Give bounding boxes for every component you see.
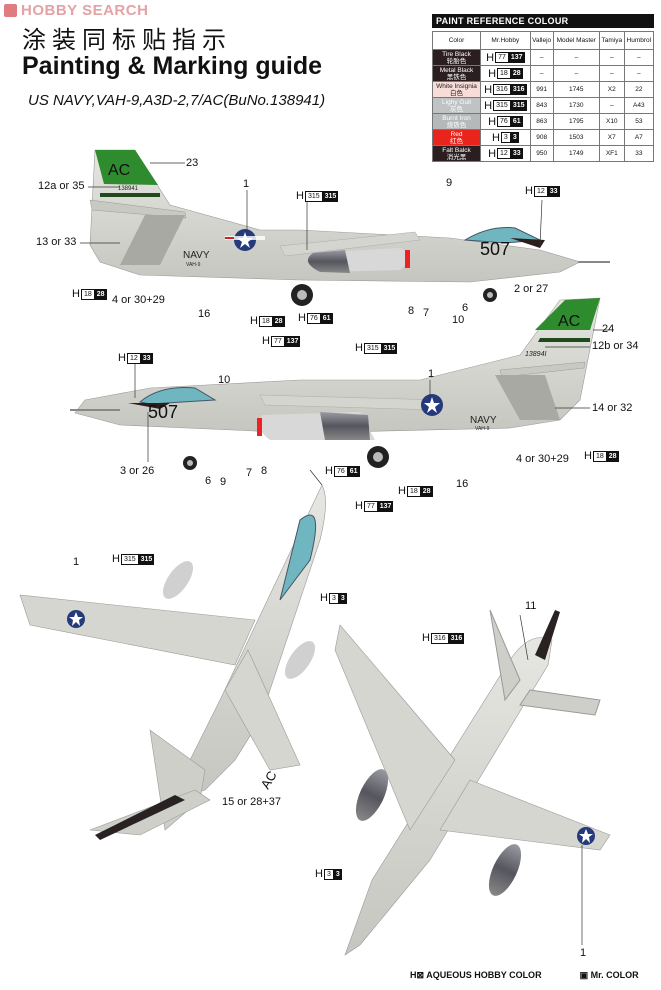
callout-24: 24 (602, 323, 615, 335)
mr-color-legend: ▣ Mr. COLOR (579, 970, 639, 980)
humbrol-cell: A7 (623, 129, 655, 146)
callout-4: 4 or 30+29 (112, 294, 165, 306)
callout-6: 6 (462, 302, 469, 314)
callout-9b: 9 (220, 476, 227, 488)
squadron-right: VAH-9 (475, 426, 490, 432)
vallejo-cell: 950 (529, 145, 554, 162)
modex-left: 507 (480, 239, 510, 259)
serial-left: 138941 (118, 186, 139, 192)
callout-7b: 7 (246, 467, 253, 479)
callout-3: 3 or 26 (120, 465, 155, 477)
callout-15: 15 or 28+37 (222, 796, 282, 808)
page-title: Painting & Marking guide (22, 52, 323, 80)
serial-right: 13894I (525, 351, 546, 358)
table-heading: PAINT REFERENCE COLOUR (432, 14, 654, 28)
callout-7: 7 (423, 307, 430, 319)
aircraft-subtitle: US NAVY,VAH-9,A3D-2,7/AC(BuNo.138941) (28, 92, 326, 109)
top-view (19, 484, 326, 840)
callout-4b: 4 or 30+29 (516, 453, 569, 465)
callout-12a: 12a or 35 (38, 180, 85, 192)
callout-8b: 8 (261, 465, 268, 477)
leader-lines (80, 162, 610, 945)
tail-code-right: AC (558, 313, 580, 330)
humbrol-cell: – (623, 49, 655, 66)
callout-1c: 1 (73, 556, 80, 568)
callout-16: 16 (198, 308, 211, 320)
squadron-left: VAH-9 (186, 262, 201, 268)
logo-icon (4, 4, 17, 17)
hobby-search-logo: HOBBY SEARCH (4, 2, 148, 19)
navy-left: NAVY (183, 250, 210, 261)
tail-code-left: AC (108, 162, 130, 179)
navy-right: NAVY (470, 415, 497, 426)
callout-1: 1 (243, 178, 250, 190)
model-master-cell: 1749 (552, 145, 600, 162)
callout-14: 14 or 32 (592, 402, 633, 414)
tail-code-top: AC (258, 768, 280, 791)
callout-11: 11 (525, 600, 537, 612)
side-view-right (70, 297, 601, 470)
aqueous-legend: H⊠ AQUEOUS HOBBY COLOR (410, 970, 542, 980)
callout-13: 13 or 33 (36, 236, 77, 248)
legend-footer: H⊠ AQUEOUS HOBBY COLOR ▣ Mr. COLOR (410, 970, 639, 981)
modex-right: 507 (148, 402, 178, 422)
callout-1b: 1 (428, 368, 435, 380)
callout-10: 10 (452, 314, 465, 326)
callout-1d: 1 (580, 947, 587, 959)
humbrol-cell: 33 (623, 145, 655, 162)
callout-8: 8 (408, 305, 415, 317)
callout-16b: 16 (456, 478, 469, 490)
callout-23: 23 (186, 157, 199, 169)
callout-9: 9 (446, 177, 453, 189)
bottom-view (334, 609, 611, 956)
page-title-chinese: 涂装同标贴指示 (22, 26, 232, 54)
callout-10b: 10 (218, 374, 231, 386)
callout-2: 2 or 27 (514, 283, 549, 295)
side-view-left (89, 149, 610, 306)
callout-6b: 6 (205, 475, 212, 487)
callout-12b: 12b or 34 (592, 340, 639, 352)
